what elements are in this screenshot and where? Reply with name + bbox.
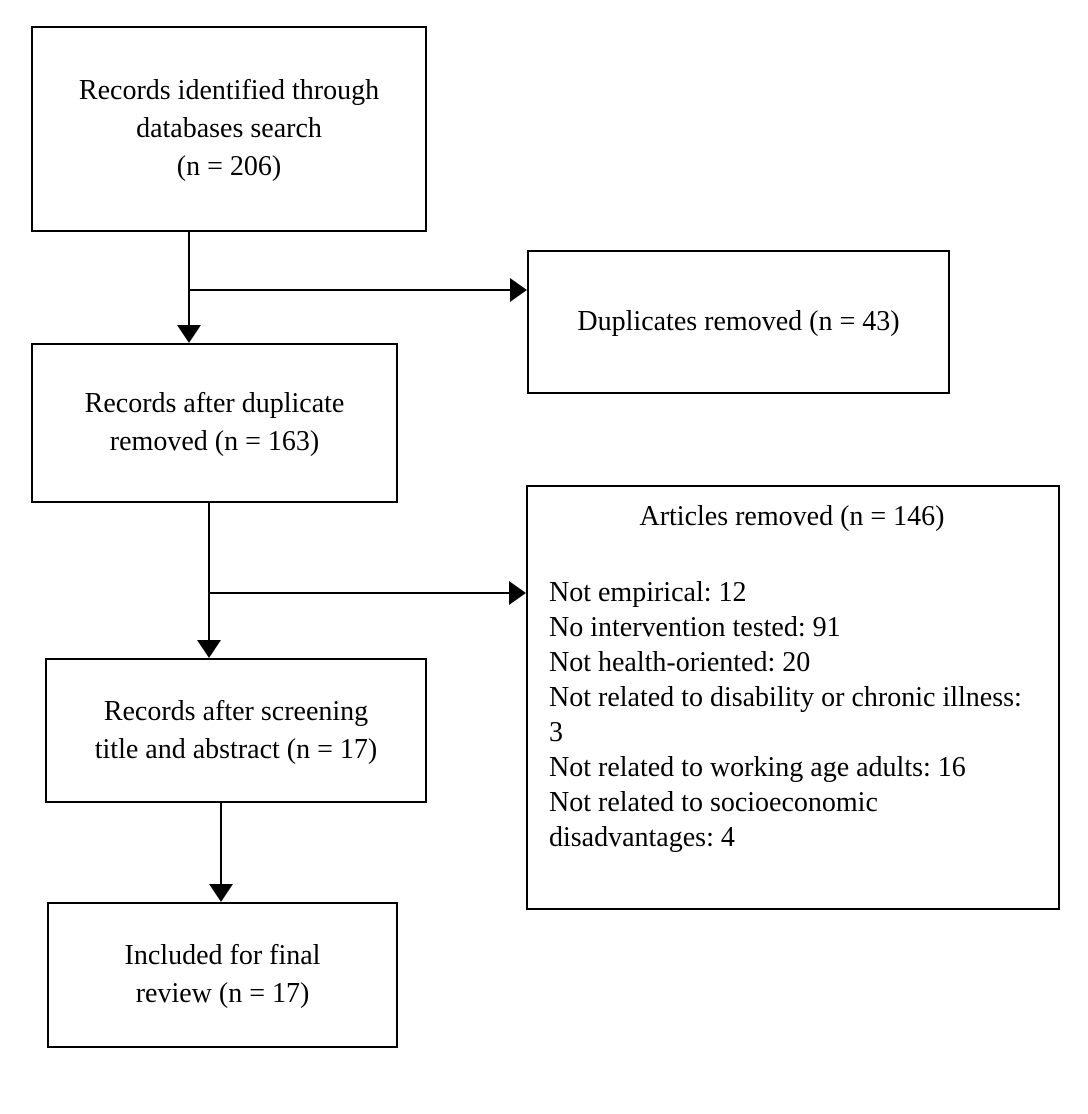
box-text-line: review (n = 17): [135, 978, 310, 1009]
reason-item: Not related to disability or chronic ill…: [549, 682, 1022, 748]
arrowhead-down-after-duplicate-icon: [177, 325, 201, 343]
box-articles-removed: Articles removed (n = 146) Not empirical…: [526, 485, 1060, 910]
arrowhead-down-included-icon: [209, 884, 233, 902]
box-records-after-duplicate: Records after duplicate removed (n = 163…: [31, 343, 398, 503]
reason-item: Not health-oriented: 20: [549, 647, 811, 678]
articles-removed-title: Articles removed (n = 146): [639, 501, 945, 532]
reason-item: Not related to socioeconomic disadvantag…: [549, 787, 878, 853]
arrowhead-down-after-screening-icon: [197, 640, 221, 658]
box-text-line: (n = 206): [176, 151, 282, 182]
arrowhead-right-duplicates-removed-icon: [510, 278, 527, 302]
box-text-line: removed (n = 163): [109, 426, 320, 457]
box-records-after-screening: Records after screening title and abstra…: [45, 658, 427, 803]
box-records-identified: Records identified through databases sea…: [31, 26, 427, 232]
box-text-line: Records after duplicate: [84, 388, 345, 419]
box-included-final-review: Included for final review (n = 17): [47, 902, 398, 1048]
arrowhead-right-articles-removed-icon: [509, 581, 526, 605]
box-text-line: Records after screening: [103, 695, 369, 727]
box-text-line: title and abstract (n = 17): [94, 733, 378, 765]
box-text-line: Duplicates removed (n = 43): [577, 306, 900, 337]
articles-removed-reason-list: Not empirical: 12 No intervention tested…: [549, 575, 1035, 855]
box-text-line: Included for final: [124, 940, 321, 971]
reason-item: Not empirical: 12: [549, 577, 747, 608]
reason-item: No intervention tested: 91: [549, 612, 841, 643]
reason-item: Not related to working age adults: 16: [549, 752, 966, 783]
box-text-line: Records identified through: [78, 75, 380, 106]
box-text-line: databases search: [136, 113, 322, 144]
box-duplicates-removed: Duplicates removed (n = 43): [527, 250, 950, 394]
